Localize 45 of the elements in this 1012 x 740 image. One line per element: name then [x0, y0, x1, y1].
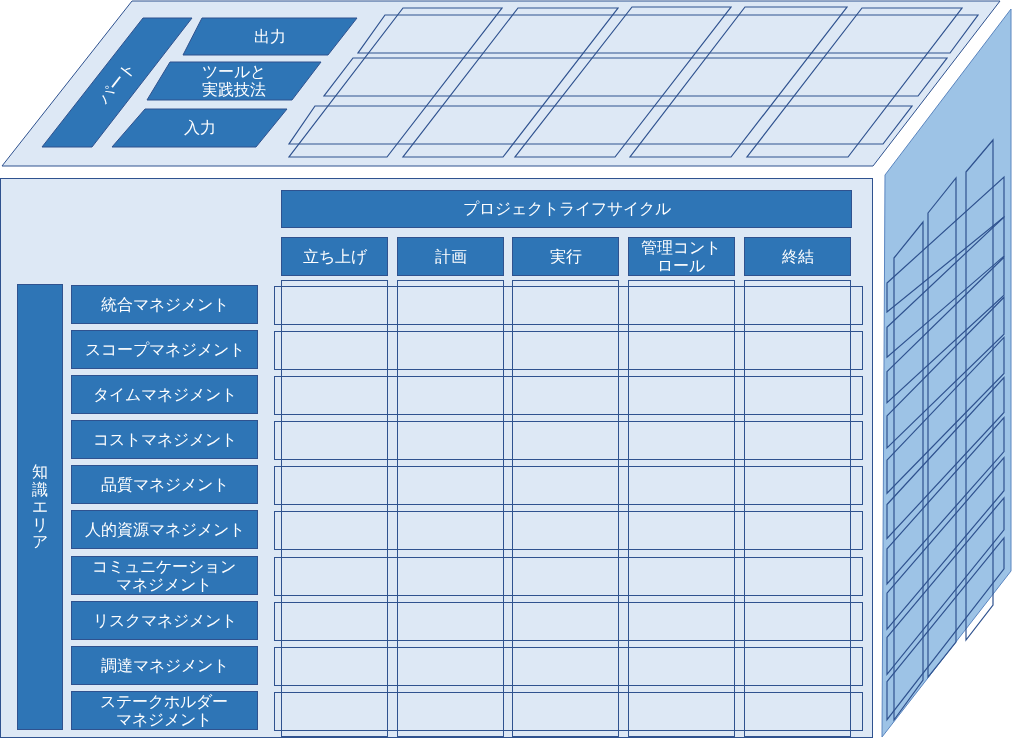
column-header: 実行: [512, 237, 619, 276]
row-header: 品質マネジメント: [71, 465, 258, 504]
grid-row-outline: [274, 421, 863, 460]
grid-column-outline: [397, 280, 504, 737]
grid-row-outline: [324, 58, 947, 96]
grid-row-outline: [274, 286, 863, 325]
row-header: コミュニケーションマネジメント: [71, 556, 258, 595]
cube-top-face: [2, 1, 1000, 166]
grid-row-outline: [274, 692, 863, 731]
row-header: スコープマネジメント: [71, 330, 258, 369]
grid-row-outline: [274, 647, 863, 686]
row-header: 人的資源マネジメント: [71, 510, 258, 549]
grid-column-outline: [744, 280, 851, 737]
grid-column-outline: [512, 280, 619, 737]
axis-title: プロジェクトライフサイクル: [281, 190, 852, 228]
grid-row-outline: [274, 557, 863, 596]
grid-column-outline: [628, 280, 735, 737]
grid-row-outline: [274, 331, 863, 370]
grid-row-outline: [289, 106, 912, 144]
row-header: リスクマネジメント: [71, 601, 258, 640]
grid-column-outline: [630, 7, 847, 157]
column-header: 終結: [744, 237, 851, 276]
column-header: 立ち上げ: [281, 237, 388, 276]
grid-row-outline: [274, 466, 863, 505]
row-header: タイムマネジメント: [71, 375, 258, 414]
row-header: 統合マネジメント: [71, 285, 258, 324]
grid-row-outline: [274, 511, 863, 550]
grid-row-outline: [274, 602, 863, 641]
row-header: ツールと実践技法: [147, 62, 321, 100]
row-header: 調達マネジメント: [71, 646, 258, 685]
grid-column-outline: [281, 280, 388, 737]
grid-column-outline: [515, 7, 731, 157]
grid-column-outline: [289, 8, 502, 157]
row-header: 出力: [183, 18, 357, 55]
grid-column-outline: [747, 8, 962, 157]
cube-front-face: [0, 178, 873, 738]
row-header: 入力: [112, 109, 287, 147]
grid-row-outline: [274, 376, 863, 415]
axis-title: 知識エリア: [17, 284, 63, 730]
grid-row-outline: [358, 15, 978, 53]
column-header: 計画: [397, 237, 504, 276]
row-header: コストマネジメント: [71, 420, 258, 459]
row-header: ステークホルダーマネジメント: [71, 691, 258, 730]
grid-column-outline: [403, 8, 618, 157]
column-header: 管理コントロール: [628, 237, 735, 276]
